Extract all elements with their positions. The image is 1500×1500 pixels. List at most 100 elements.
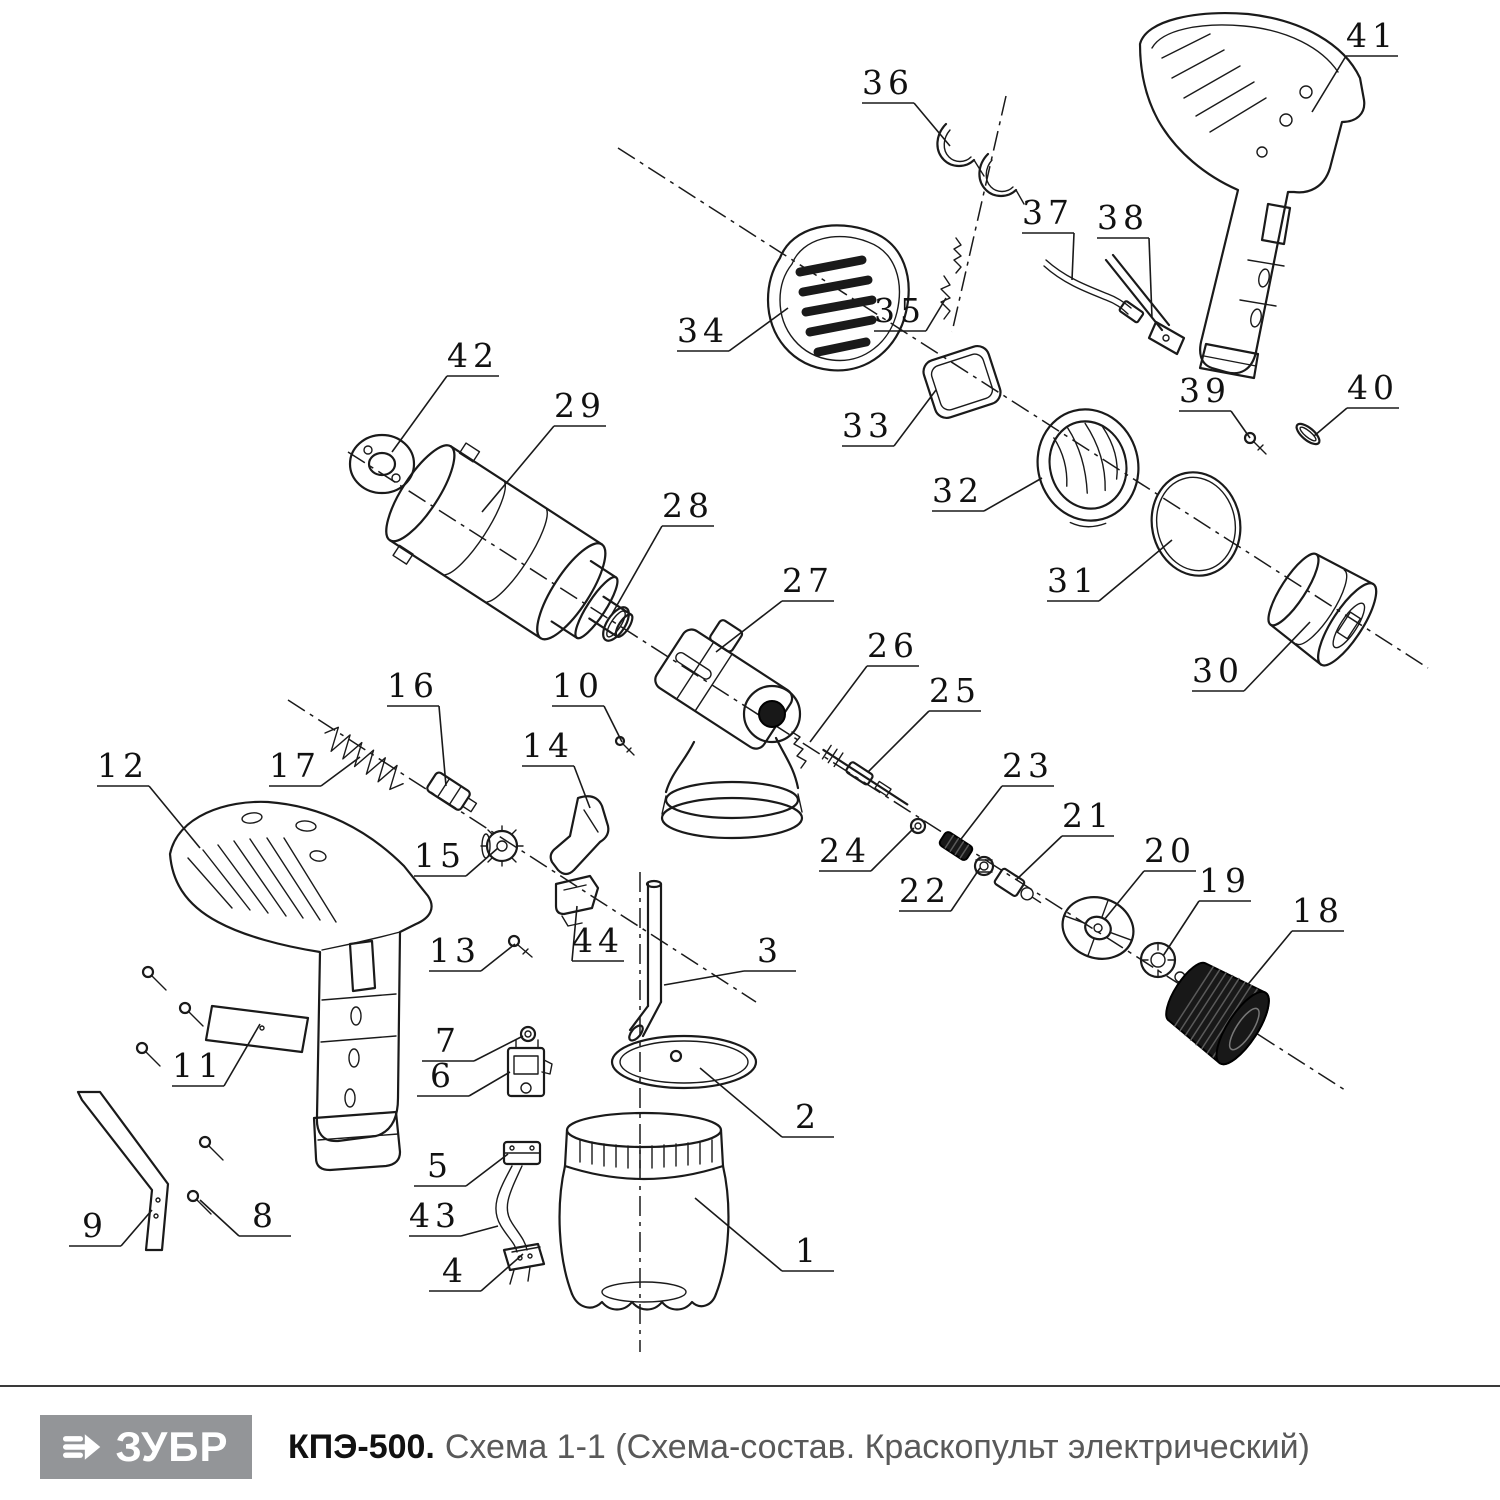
callout-leader-8 [199,1199,240,1237]
callout-leader-24 [870,827,915,872]
callout-leader-36 [913,102,951,147]
callout-leader-4 [480,1253,524,1292]
callout-leader-15 [465,847,499,877]
part-15-gear [480,825,524,867]
callout-leader-16 [438,705,447,787]
footer: ЗУБР КПЭ-500.Схема 1-1 (Схема-состав. Кр… [0,1385,1500,1479]
part-number-26: 26 [867,626,919,665]
part-23-sleeve [938,831,974,861]
callout-leader-31 [1098,539,1173,602]
callout-leader-14 [573,765,591,809]
part-number-25: 25 [929,671,981,710]
part-25-needle [821,744,909,806]
part-7-nut [519,1025,537,1043]
callout-leader-43 [460,1225,499,1237]
part-30-rear-cap [1267,552,1378,667]
callout-leader-40 [1313,407,1348,437]
part-number-20: 20 [1144,831,1196,870]
callout-leader-23 [957,785,1003,844]
part-26-spring [791,731,807,769]
part-number-41: 41 [1346,16,1398,55]
part-21-valve-fitting [993,867,1042,904]
callout-leader-21 [1015,835,1063,881]
part-number-4: 4 [442,1251,468,1290]
callout-leader-10 [603,705,623,743]
part-number-21: 21 [1062,796,1114,835]
part-number-14: 14 [522,726,574,765]
callout-leader-29 [481,425,555,513]
callout-leader-2 [699,1067,783,1138]
part-13-screw [507,934,533,958]
part-number-29: 29 [554,386,606,425]
part-31-o-ring-large [1150,471,1242,577]
part-number-28: 28 [662,486,714,525]
part-33-filter-pad [922,344,1002,420]
part-number-33: 33 [842,406,894,445]
callout-leader-26 [809,665,868,743]
part-24-washer [909,817,927,835]
callout-leader-32 [983,477,1043,512]
part-41-housing-right [1138,12,1366,380]
part-14-trigger [549,795,610,876]
part-20-adjuster-wheel [1061,896,1135,960]
part-5-cord-clamp [502,1140,542,1166]
callout-leader-27 [715,600,783,653]
part-8-screws [135,965,224,1215]
part-number-42: 42 [447,336,499,375]
part-11-label-plate [204,1004,310,1054]
callout-leader-20 [1103,870,1145,921]
exploded-parts-diagram: 1234567891011121314151617181920212223242… [69,12,1429,1352]
part-22-nut [973,855,995,877]
callout-leader-30 [1243,621,1311,692]
part-number-17: 17 [269,746,321,785]
part-37-wire-lead [1043,259,1145,324]
part-number-40: 40 [1347,368,1399,407]
callout-leader-1 [694,1197,783,1272]
part-number-38: 38 [1097,198,1149,237]
brand-name: ЗУБР [115,1423,229,1470]
part-number-19: 19 [1199,861,1251,900]
callout-leader-25 [867,710,930,773]
part-16-connector [426,771,478,813]
part-1-paint-container [558,1111,730,1311]
callout-leader-7 [473,1035,524,1062]
callout-leader-42 [391,375,448,453]
part-42-end-bell [348,433,416,495]
part-19-star-washer [1139,941,1186,983]
callout-leader-34 [728,307,789,352]
callout-leader-12 [148,785,201,849]
callout-leader-5 [465,1153,509,1187]
part-2-lid-gasket [610,1034,758,1090]
callout-leader-22 [950,867,981,912]
zubr-logo: ЗУБР [40,1415,252,1479]
callout-leader-17 [320,756,361,787]
part-10-screw [614,735,635,756]
part-number-44: 44 [572,921,624,960]
model-number: КПЭ-500. [288,1427,435,1466]
callout-leader-6 [468,1071,511,1097]
callout-leader-35 [925,297,947,332]
part-number-10: 10 [552,666,604,705]
callout-leader-9 [120,1209,153,1247]
zubr-arrow-icon [63,1434,101,1460]
diagram-subtitle: Схема 1-1 (Схема-состав. Краскопульт эле… [444,1427,1310,1466]
part-number-24: 24 [819,831,871,870]
part-number-36: 36 [862,63,914,102]
part-38-lever [1104,253,1186,356]
part-12-housing-left [168,800,433,1172]
callout-leader-18 [1239,930,1293,995]
part-17-spring [324,726,404,791]
part-44-bracket [554,874,600,927]
callout-leader-37 [1071,232,1075,281]
part-number-39: 39 [1179,371,1231,410]
callout-leader-13 [480,943,516,972]
part-number-18: 18 [1292,891,1344,930]
diagram-title: КПЭ-500.Схема 1-1 (Схема-состав. Краскоп… [288,1428,1310,1467]
part-number-15: 15 [414,836,466,875]
part-40-clip [1295,422,1321,446]
part-number-2: 2 [795,1097,821,1136]
part-29-motor [385,442,634,641]
part-9-baffle [76,1090,170,1252]
callout-leader-19 [1162,900,1200,957]
part-number-5: 5 [427,1146,453,1185]
